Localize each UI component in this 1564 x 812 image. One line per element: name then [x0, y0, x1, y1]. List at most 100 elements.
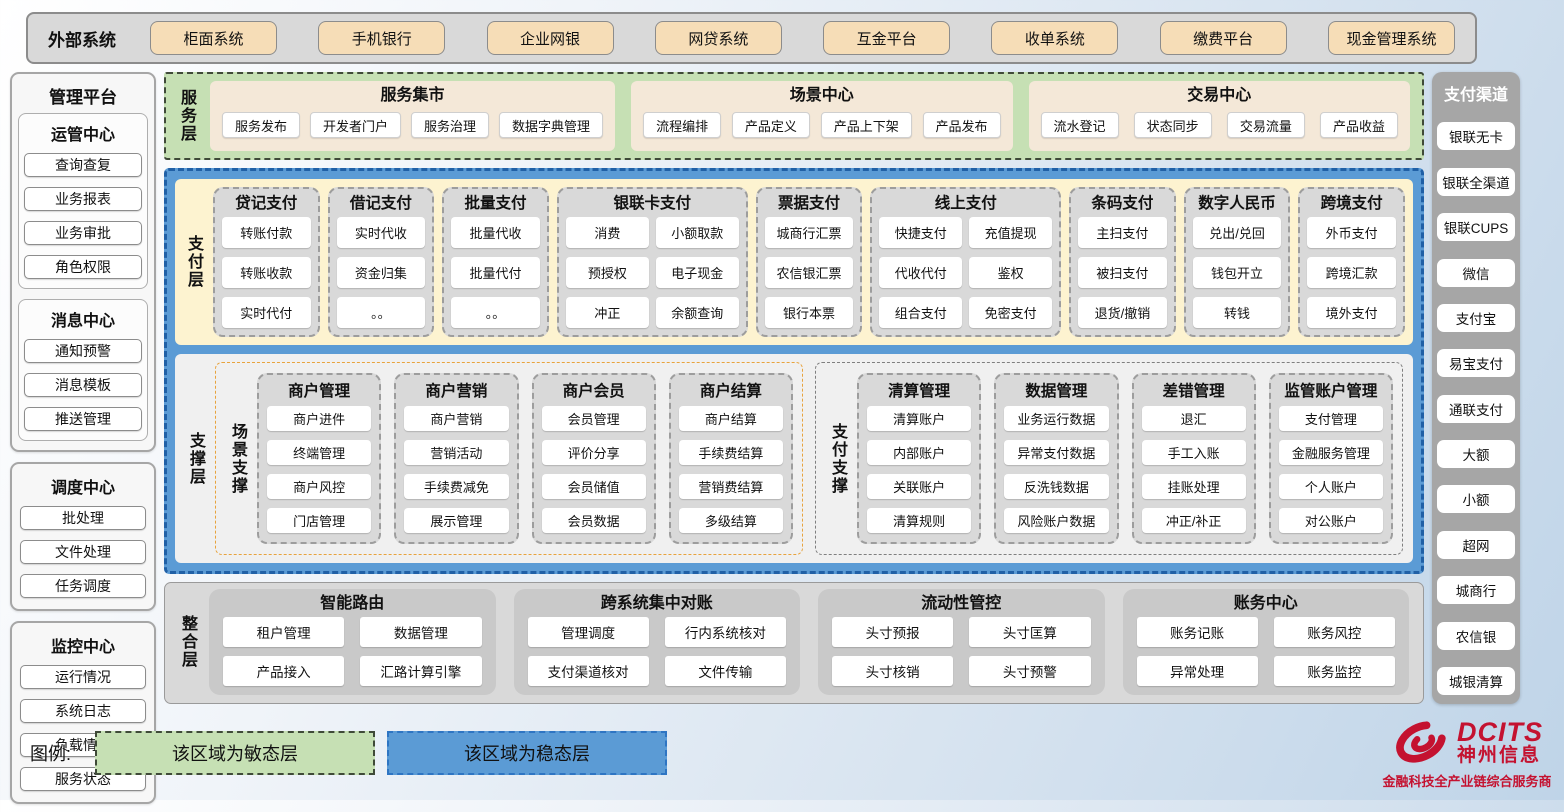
integration-panel-title: 流动性管控 — [921, 595, 1002, 612]
bottom-row: 图例: 该区域为敏态层 该区域为稳态层 DCITS 神州信息 金融科技全产业链综… — [30, 718, 1560, 789]
support-column-title: 商户会员 — [562, 383, 625, 400]
payment-channel-node: 农信银 — [1437, 621, 1515, 650]
external-systems-bar: 外部系统 柜面系统手机银行企业网银网贷系统互金平台收单系统缴费平台现金管理系统 — [26, 12, 1477, 64]
support-column-items: 会员管理评价分享会员储值会员数据 — [541, 406, 646, 533]
service-panel-items: 流水登记状态同步交易流量产品收益 — [1040, 108, 1398, 142]
integration-item-node: 支付渠道核对 — [527, 656, 649, 686]
legend-stable-layer: 该区域为稳态层 — [387, 731, 668, 775]
integration-panel: 流动性管控 头寸预报头寸匡算头寸核销头寸预警 — [818, 589, 1105, 695]
support-column: 监管账户管理 支付管理金融服务管理个人账户对公账户 — [1268, 373, 1393, 544]
management-item-node: 运行情况 — [20, 665, 146, 689]
support-column: 商户会员 会员管理评价分享会员储值会员数据 — [531, 373, 656, 544]
payment-column-title: 批量支付 — [464, 195, 527, 212]
payment-channel-node: 银联无卡 — [1437, 122, 1515, 151]
service-item-node: 开发者门户 — [310, 112, 402, 138]
payment-layer-label: 支付层 — [185, 235, 202, 289]
external-system-node: 网贷系统 — [654, 21, 782, 55]
management-group-items: 查询查复业务报表业务审批角色权限 — [24, 153, 142, 279]
support-column-items: 商户结算手续费结算营销费结算多级结算 — [678, 406, 783, 533]
management-box: 管理平台 运管中心 查询查复业务报表业务审批角色权限 消息中心 — [10, 72, 156, 452]
support-item-node: 金融服务管理 — [1278, 440, 1383, 465]
payment-column-items: 城商行汇票农信银汇票银行本票 — [764, 217, 854, 328]
management-group: 运管中心 查询查复业务报表业务审批角色权限 — [18, 113, 148, 289]
support-item-node: 清算账户 — [867, 406, 972, 431]
support-item-node: 门店管理 — [267, 508, 372, 533]
payment-column: 条码支付 主扫支付被扫支付退货/撤销 — [1069, 187, 1176, 337]
support-layer: 支撑层 场景支撑 商户管理 — [175, 354, 1413, 563]
support-item-node: 业务运行数据 — [1004, 406, 1109, 431]
payment-channels-title: 支付渠道 — [1443, 87, 1508, 104]
support-column-items: 退汇手工入账挂账处理冲正/补正 — [1141, 406, 1246, 533]
external-system-node: 现金管理系统 — [1327, 21, 1455, 55]
payment-column: 票据支付 城商行汇票农信银汇票银行本票 — [755, 187, 863, 337]
support-item-node: 反洗钱数据 — [1004, 474, 1109, 499]
integration-item-node: 汇路计算引擎 — [360, 656, 482, 686]
support-group-label: 场景支撑 — [229, 422, 246, 495]
service-item-node: 产品发布 — [922, 112, 1001, 138]
support-column-items: 商户营销营销活动手续费减免展示管理 — [404, 406, 509, 533]
payment-architecture-diagram: 外部系统 柜面系统手机银行企业网银网贷系统互金平台收单系统缴费平台现金管理系统 … — [0, 12, 1564, 804]
support-item-node: 退汇 — [1141, 406, 1246, 431]
service-panel-items: 流程编排产品定义产品上下架产品发布 — [643, 108, 1001, 142]
support-column-title: 监管账户管理 — [1284, 383, 1378, 400]
payment-item-node: 充值提现 — [969, 217, 1053, 248]
payment-item-node: 小额取款 — [655, 217, 739, 248]
integration-panel-items: 管理调度行内系统核对支付渠道核对文件传输 — [527, 617, 786, 686]
external-system-node: 收单系统 — [991, 21, 1119, 55]
dcits-swirl-icon — [1396, 721, 1446, 763]
payment-item-node: 免密支付 — [969, 297, 1053, 328]
support-item-node: 支付管理 — [1278, 406, 1383, 431]
payment-item-node: 电子现金 — [655, 257, 739, 288]
management-box: 调度中心 批处理文件处理任务调度 — [10, 462, 156, 611]
service-item-node: 服务治理 — [411, 112, 490, 138]
payment-column: 批量支付 批量代收批量代付。。 — [442, 187, 549, 337]
integration-item-node: 管理调度 — [527, 617, 649, 647]
payment-column-items: 快捷支付充值提现代收代付鉴权组合支付免密支付 — [879, 217, 1053, 328]
management-item-node: 文件处理 — [20, 540, 146, 564]
support-group: 场景支撑 商户管理 商户进件终端管理商户风控门店管理 — [215, 362, 803, 555]
management-item-node: 业务审批 — [24, 221, 142, 245]
service-item-node: 流水登记 — [1040, 112, 1119, 138]
support-item-node: 手续费结算 — [678, 440, 783, 465]
payment-column: 银联卡支付 消费小额取款预授权电子现金冲正余额查询 — [556, 187, 748, 337]
support-item-node: 手续费减免 — [404, 474, 509, 499]
management-item-node: 查询查复 — [24, 153, 142, 177]
integration-item-node: 账务监控 — [1273, 656, 1395, 686]
support-layer-label: 支撑层 — [187, 431, 204, 486]
support-item-node: 评价分享 — [541, 440, 646, 465]
payment-column-items: 转账付款转账收款实时代付 — [222, 217, 311, 328]
payment-item-node: 银行本票 — [764, 297, 854, 328]
payment-item-node: 。。 — [336, 297, 426, 328]
support-column-items: 业务运行数据异常支付数据反洗钱数据风险账户数据 — [1004, 406, 1109, 533]
payment-item-node: 快捷支付 — [879, 217, 963, 248]
service-layer-label: 服务层 — [178, 89, 195, 143]
integration-panel-items: 租户管理数据管理产品接入汇路计算引擎 — [223, 617, 482, 686]
service-panel: 场景中心 流程编排产品定义产品上下架产品发布 — [631, 81, 1013, 151]
payment-item-node: 。。 — [451, 297, 540, 328]
service-item-node: 流程编排 — [643, 112, 722, 138]
management-item-node: 批处理 — [20, 506, 146, 530]
dcits-logo: DCITS 神州信息 金融科技全产业链综合服务商 — [1374, 716, 1560, 790]
legend-label: 图例: — [30, 744, 72, 764]
service-item-node: 产品收益 — [1319, 112, 1398, 138]
integration-panel-title: 智能路由 — [320, 595, 385, 612]
payment-channel-node: 易宝支付 — [1437, 349, 1515, 378]
management-group-title: 监控中心 — [50, 639, 115, 656]
payment-item-node: 被扫支付 — [1078, 257, 1167, 288]
payment-item-node: 预授权 — [565, 257, 649, 288]
service-panel-items: 服务发布开发者门户服务治理数据字典管理 — [222, 108, 604, 142]
payment-item-node: 兑出/兑回 — [1192, 217, 1282, 248]
stable-layer-container: 支付层 贷记支付 转账付款转账收款实时代付 借记支付 — [164, 168, 1424, 574]
integration-layer-label: 整合层 — [179, 615, 196, 669]
payment-item-node: 境外支付 — [1307, 297, 1396, 328]
service-panels: 服务集市 服务发布开发者门户服务治理数据字典管理 场景中心 流程编排产品定义产品… — [210, 81, 1410, 151]
payment-item-node: 主扫支付 — [1078, 217, 1167, 248]
integration-panel-title: 跨系统集中对账 — [600, 595, 713, 612]
support-column: 数据管理 业务运行数据异常支付数据反洗钱数据风险账户数据 — [994, 373, 1119, 544]
support-column-title: 商户管理 — [288, 383, 351, 400]
payment-column-items: 外币支付跨境汇款境外支付 — [1307, 217, 1396, 328]
support-group-columns: 商户管理 商户进件终端管理商户风控门店管理 商户营销 — [257, 373, 793, 544]
payment-column-title: 借记支付 — [349, 195, 412, 212]
management-group-items: 通知预警消息模板推送管理 — [24, 339, 142, 431]
